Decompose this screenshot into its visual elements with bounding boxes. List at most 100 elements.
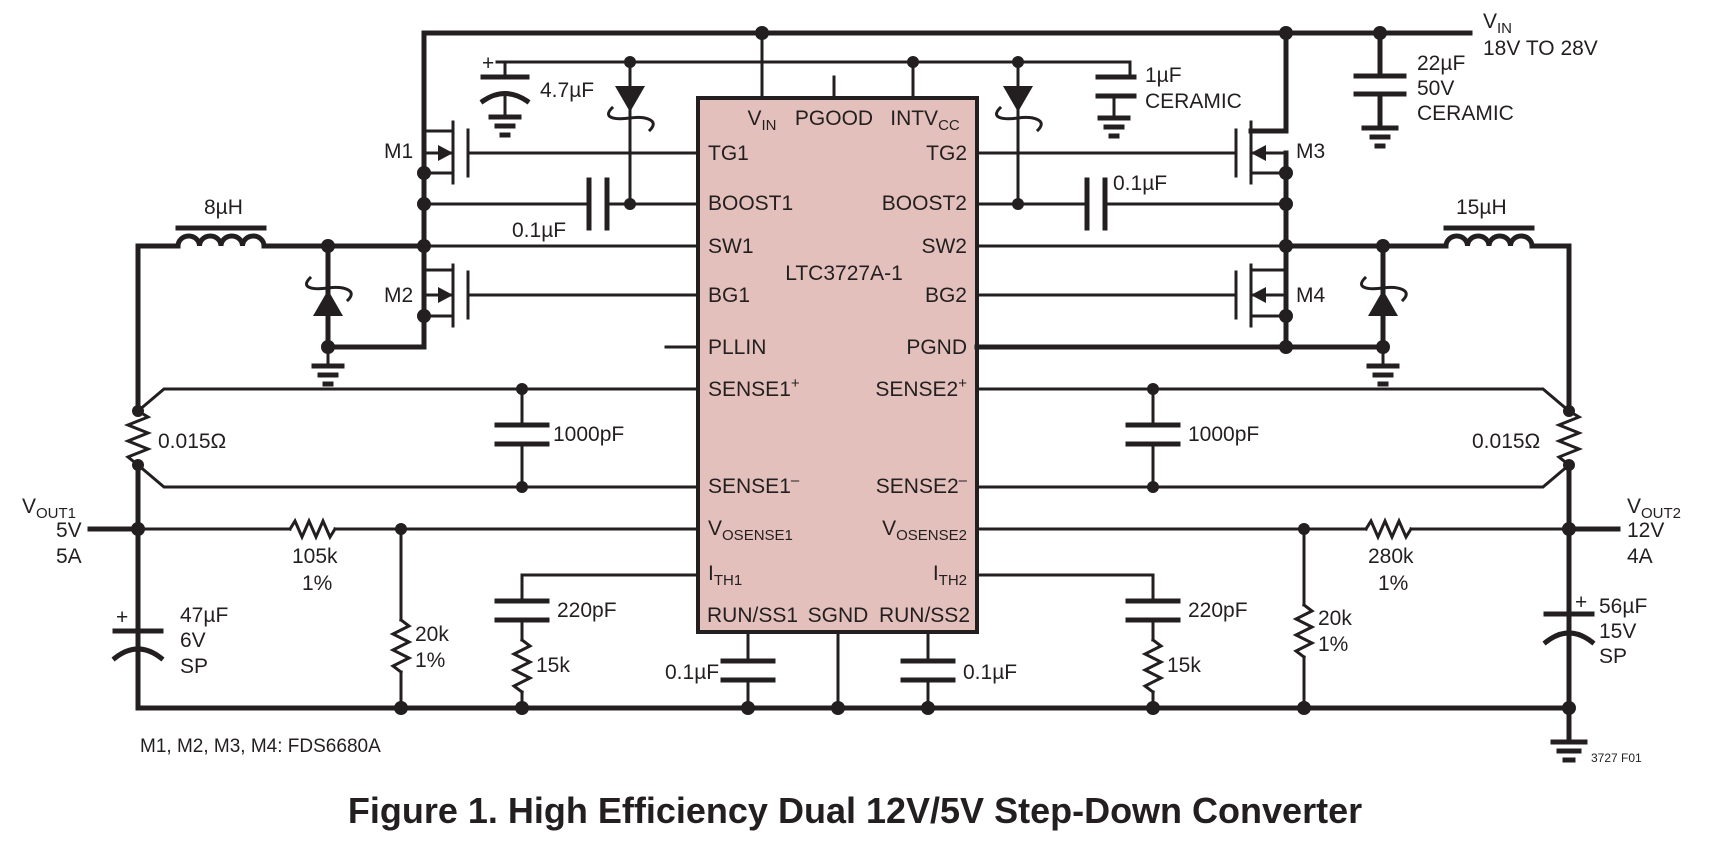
r-fb2-top-value: 280k [1368,545,1414,568]
run-ss1-capacitor-icon [720,630,776,710]
boost2-diode-icon [994,60,1043,210]
cout1-voltage: 6V [180,629,206,652]
cout1-capacitor-icon: + [111,526,165,662]
intvcc-electrolytic-capacitor: + [479,52,531,138]
l1-inductor-icon [175,225,267,249]
figure-code: 3727 F01 [1591,751,1642,765]
pin-sw2: SW2 [921,235,967,258]
ith2-compensation [975,573,1181,710]
cout1-type: SP [180,655,208,678]
r-fb2-bottom-resistor-icon [1292,527,1316,710]
ith1-cap-value: 220pF [557,599,617,622]
ith1-res-value: 15k [536,654,570,677]
vout2-voltage: 12V [1627,519,1664,542]
r-fb1-bottom-resistor-icon [389,527,413,710]
ith2-cap-value: 220pF [1188,599,1248,622]
sense1-cap-value: 1000pF [553,423,624,446]
pin-sense2-minus: SENSE2– [876,472,968,498]
vout1-label: VOUT1 [22,495,76,522]
run-ss1-cap-value: 0.1µF [665,661,719,684]
pin-vosense2: VOSENSE2 [882,517,967,544]
r-fb1-top-tol: 1% [302,572,332,595]
vout1-current: 5A [56,545,82,568]
l1-value: 8µH [204,196,243,219]
pin-pllin: PLLIN [708,336,766,359]
run-ss2-capacitor-icon [900,630,956,710]
r-fb2-bottom-tol: 1% [1318,633,1348,656]
ith1-compensation [494,573,700,710]
pin-sw1: SW1 [708,235,754,258]
r-fb2-top-tol: 1% [1378,572,1408,595]
cout2-voltage: 15V [1599,620,1636,643]
vout1-voltage: 5V [56,519,82,542]
cout2-capacitor-icon: + [1542,526,1596,646]
r-fb1-bottom-value: 20k [415,623,449,646]
vout2-current: 4A [1627,545,1653,568]
vout1-net [87,517,700,541]
m4-mosfet-icon [1234,263,1293,350]
l2-value: 15µH [1456,196,1507,219]
pin-sgnd: SGND [808,604,869,627]
l2-inductor-icon [1443,225,1535,249]
pin-bg2: BG2 [925,284,967,307]
pin-vin: VIN [747,107,776,134]
plus-sign: + [1575,591,1587,614]
cout1-value: 47µF [180,604,228,627]
pin-tg1: TG1 [708,142,749,165]
m2-label: M2 [384,284,413,307]
r-fb1-bottom-tol: 1% [415,649,445,672]
pin-sense2-plus: SENSE2+ [875,375,967,401]
pin-vosense1: VOSENSE1 [708,517,793,544]
input-cap-voltage: 50V [1417,77,1454,100]
pin-tg2: TG2 [926,142,967,165]
vout2-net [975,517,1621,541]
ground-icon [1361,125,1399,149]
pin-bg1: BG1 [708,284,750,307]
pin-sense1-minus: SENSE1– [708,472,800,498]
pin-boost2: BOOST2 [882,192,967,215]
figure-title: Figure 1. High Efficiency Dual 12V/5V St… [348,790,1362,831]
mosfet-footnote: M1, M2, M3, M4: FDS6680A [140,736,381,757]
boost1-diode-icon [606,60,655,210]
catch-diode-1-icon [304,243,427,387]
rsense1-value: 0.015Ω [158,430,226,453]
cout2-type: SP [1599,645,1627,668]
r-fb2-bottom-value: 20k [1318,607,1352,630]
sense2-net [975,383,1572,493]
m4-label: M4 [1296,284,1325,307]
vout2-label: VOUT2 [1627,495,1681,522]
input-cap-value: 22µF [1417,52,1465,75]
m1-label: M1 [384,140,413,163]
vin-range: 18V TO 28V [1483,37,1598,60]
plus-sign: + [116,606,128,629]
pin-run-ss1: RUN/SS1 [707,604,798,627]
plus-sign: + [482,52,494,75]
sense1-net [135,383,700,493]
intvcc-ceramic-type: CERAMIC [1145,90,1242,113]
vin-label: VIN [1483,10,1512,37]
pin-pgood: PGOOD [795,107,873,130]
pin-sense1-plus: SENSE1+ [708,375,800,401]
r-fb1-top-value: 105k [292,545,338,568]
input-cap-type: CERAMIC [1417,102,1514,125]
ic-name: LTC3727A-1 [785,262,903,285]
intvcc-ceramic-capacitor [1095,60,1137,139]
pin-intvcc: INTVCC [890,107,960,134]
pin-ith1: ITH1 [708,562,742,589]
intvcc-ceramic-value: 1µF [1145,64,1182,87]
m3-mosfet-icon [1234,30,1293,273]
pin-pgnd: PGND [906,336,967,359]
pin-run-ss2: RUN/SS2 [879,604,970,627]
pin-boost1: BOOST1 [708,192,793,215]
m3-label: M3 [1296,140,1325,163]
sense2-cap-value: 1000pF [1188,423,1259,446]
m2-mosfet-icon [417,263,470,350]
run-ss2-cap-value: 0.1µF [963,661,1017,684]
ic-body [696,96,979,634]
rsense2-value: 0.015Ω [1472,430,1540,453]
vin-rail [421,26,1473,145]
ith2-res-value: 15k [1167,654,1201,677]
pin-ith2: ITH2 [933,562,967,589]
catch-diode-2-icon [974,243,1408,387]
